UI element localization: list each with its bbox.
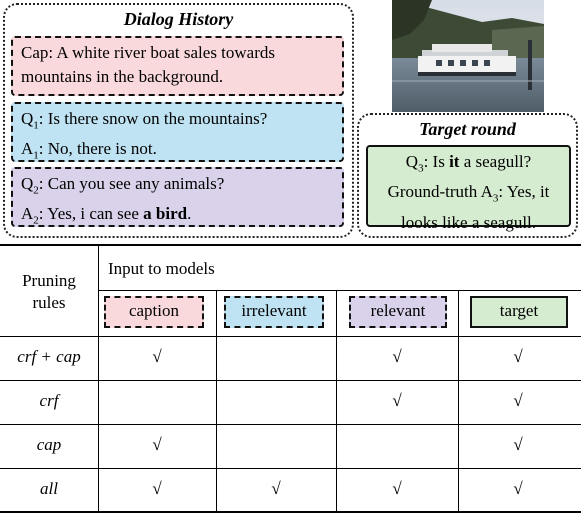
dialog-history-panel: Dialog History <box>3 3 354 238</box>
input-to-models-header: Input to models <box>108 259 215 278</box>
row-label-crf: crf <box>39 391 59 410</box>
q1-line: Q1: Is there snow on the mountains? <box>21 109 268 132</box>
check-mark: √ <box>513 479 523 498</box>
legend-target: target <box>470 296 568 328</box>
caption-text: Cap: A white river boat sales towards mo… <box>21 43 276 86</box>
relevant-qa-box: Q2: Can you see any animals? A2: Yes, i … <box>11 167 344 227</box>
check-mark: √ <box>152 347 162 366</box>
a2-line: A2: Yes, i can see a bird. <box>21 204 192 227</box>
q3-line: Q3: Is it a seagull? <box>405 152 532 175</box>
legend-caption: caption <box>104 296 204 328</box>
check-mark: √ <box>513 435 523 454</box>
check-mark: √ <box>392 479 402 498</box>
gt-line-2: looks like a seagull. <box>400 212 537 232</box>
gt-line-1: Ground-truth A3: Yes, it <box>387 182 550 205</box>
target-box: Q3: Is it a seagull? Ground-truth A3: Ye… <box>366 145 571 232</box>
check-mark: √ <box>152 479 162 498</box>
caption-box: Cap: A white river boat sales towards mo… <box>11 36 344 96</box>
check-mark: √ <box>392 391 402 410</box>
pruning-rules-header: Pruning rules <box>22 271 76 312</box>
legend-relevant: relevant <box>349 296 447 328</box>
check-mark: √ <box>513 347 523 366</box>
check-mark: √ <box>392 347 402 366</box>
check-mark: √ <box>513 391 523 410</box>
q2-line: Q2: Can you see any animals? <box>21 174 225 197</box>
legend-irrelevant: irrelevant <box>224 296 324 328</box>
check-mark: √ <box>271 479 281 498</box>
boat-photo <box>392 0 544 112</box>
check-mark: √ <box>152 435 162 454</box>
row-label-crf-cap: crf + cap <box>17 347 81 366</box>
row-label-cap: cap <box>36 435 62 454</box>
target-round-panel: Target round <box>357 113 578 238</box>
row-label-all: all <box>40 479 58 498</box>
dialog-history-title: Dialog History <box>123 9 234 29</box>
target-round-title: Target round <box>419 119 516 139</box>
irrelevant-qa-box: Q1: Is there snow on the mountains? A1: … <box>11 102 344 162</box>
a1-line: A1: No, there is not. <box>21 139 157 162</box>
